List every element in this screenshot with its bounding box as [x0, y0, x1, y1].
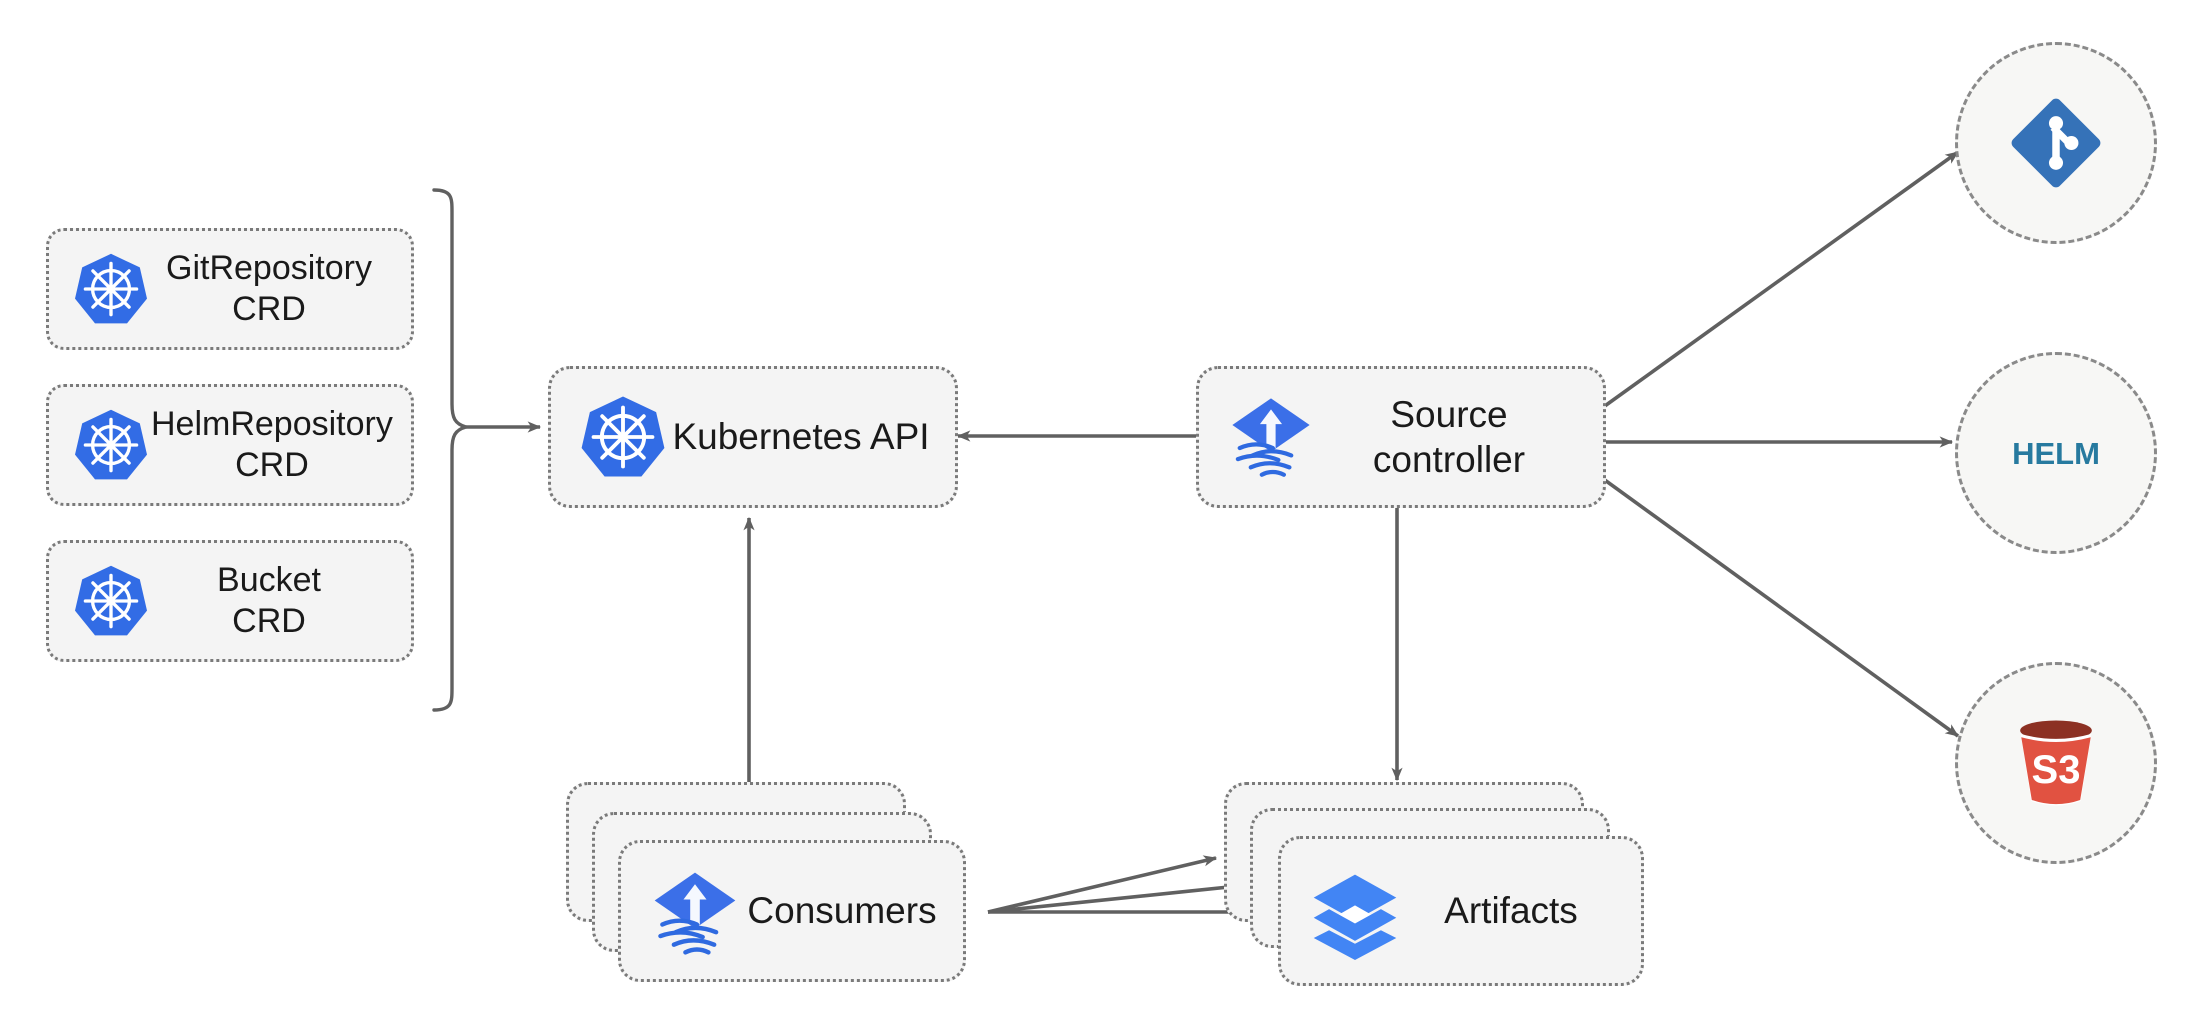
artifacts-stack[interactable]: Artifacts — [1224, 782, 1644, 990]
crd-label: GitRepository CRD — [166, 248, 372, 328]
edge-consumers-to-artifacts-1 — [987, 855, 1218, 914]
edge-source-controller-to-git — [1600, 150, 1960, 410]
crd-box-helmrepository[interactable]: HelmRepository CRD — [46, 384, 414, 506]
consumers-stack[interactable]: Consumers — [566, 782, 966, 982]
crd-group-brace — [432, 188, 473, 712]
kubernetes-icon — [577, 391, 669, 483]
crd-label: HelmRepository CRD — [151, 404, 393, 484]
git-icon — [2001, 88, 2111, 198]
flux-icon — [1225, 391, 1317, 483]
edge-source-controller-to-s3 — [1600, 476, 1960, 738]
helm-endpoint-circle[interactable]: HELM — [1955, 352, 2157, 554]
s3-endpoint-label: S3 — [2031, 748, 2081, 792]
git-endpoint-circle[interactable] — [1955, 42, 2157, 244]
kubernetes-icon — [71, 405, 151, 485]
crd-box-gitrepository[interactable]: GitRepository CRD — [46, 228, 414, 350]
crd-label: Bucket CRD — [217, 560, 321, 640]
s3-bucket-icon: S3 — [2000, 707, 2112, 819]
artifacts-label: Artifacts — [1444, 890, 1578, 931]
kubernetes-icon — [71, 561, 151, 641]
source-controller-label: Source controller — [1372, 393, 1526, 480]
consumers-label: Consumers — [747, 890, 937, 931]
s3-endpoint-circle[interactable]: S3 — [1955, 662, 2157, 864]
kubernetes-api-box[interactable]: Kubernetes API — [548, 366, 958, 508]
helm-icon: HELM — [1997, 394, 2115, 512]
source-controller-box[interactable]: Source controller — [1196, 366, 1606, 508]
artifacts-front[interactable]: Artifacts — [1278, 836, 1644, 986]
layers-icon — [1307, 865, 1399, 961]
flux-icon — [647, 865, 739, 957]
edge-consumers-to-artifacts-2 — [987, 880, 1250, 914]
consumers-front[interactable]: Consumers — [618, 840, 966, 982]
kubernetes-api-label: Kubernetes API — [672, 416, 930, 458]
helm-endpoint-label: HELM — [1997, 394, 2115, 512]
kubernetes-icon — [71, 249, 151, 329]
crd-box-bucket[interactable]: Bucket CRD — [46, 540, 414, 662]
